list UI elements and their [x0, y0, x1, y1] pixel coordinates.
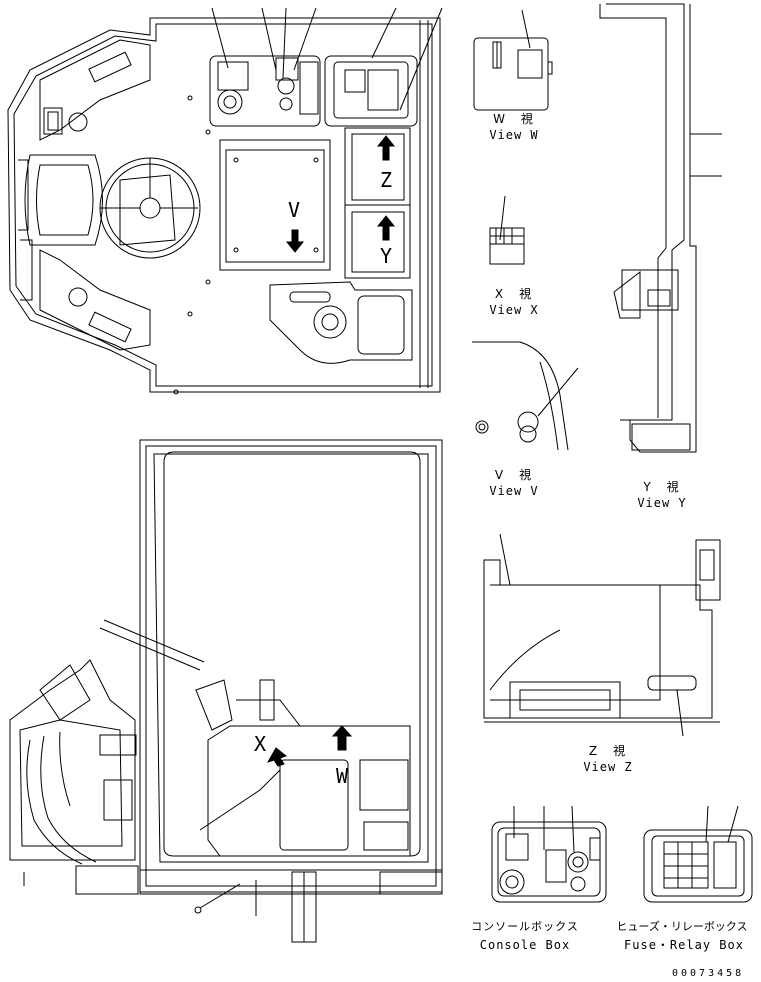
view-x-caption-en: View X — [489, 303, 539, 317]
arrow-tag-y: Y — [380, 244, 393, 268]
arrow-tag-x: X — [254, 732, 267, 756]
view-w-detail — [473, 9, 553, 111]
console-box-detail — [491, 805, 607, 903]
view-y-caption-jp: Y 視 — [643, 480, 681, 494]
view-v-caption-en: View V — [489, 484, 539, 498]
view-x-detail — [489, 195, 525, 265]
fuse-box-caption-jp: ヒューズ・リレーボックス — [616, 920, 748, 933]
top-plan-view — [7, 7, 443, 395]
side-elevation-view — [9, 439, 443, 943]
drawing-number: 00073458 — [672, 968, 745, 979]
arrow-tag-w: W — [336, 764, 349, 788]
view-w-caption-en: View W — [489, 128, 539, 142]
console-box-caption-en: Console Box — [479, 938, 571, 952]
view-x-caption-jp: X 視 — [494, 287, 534, 301]
view-y-caption-en: View Y — [637, 496, 687, 510]
view-w-caption-jp: W 視 — [493, 112, 535, 126]
fuse-box-caption-en: Fuse・Relay Box — [624, 938, 744, 952]
view-z-detail — [483, 533, 721, 737]
arrow-tag-v: V — [288, 198, 301, 222]
view-z-caption-en: View Z — [583, 760, 633, 774]
view-v-caption-jp: V 視 — [494, 468, 534, 482]
view-v-detail — [472, 341, 579, 451]
view-y-detail — [599, 3, 722, 453]
view-z-caption-jp: Z 視 — [588, 744, 628, 758]
fuse-relay-box-detail — [643, 805, 753, 903]
console-box-caption-jp: コンソールボックス — [471, 920, 579, 933]
arrow-tag-z: Z — [380, 168, 393, 192]
